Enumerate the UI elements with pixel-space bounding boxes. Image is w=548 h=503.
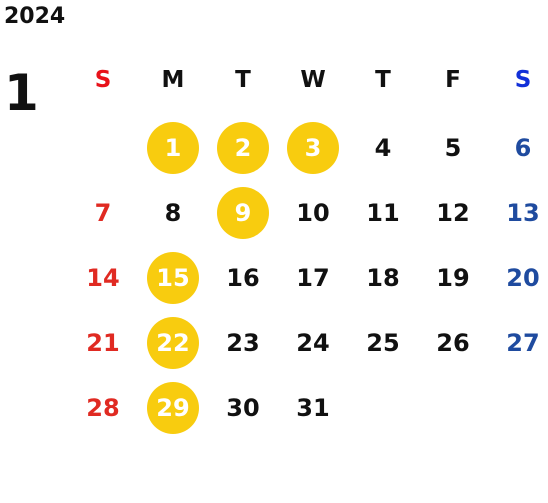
day-number: 13 [506,198,540,227]
day-number: 15 [147,251,199,304]
day-cell[interactable]: 28 [68,375,138,440]
day-number [497,382,548,434]
empty-day-cell [348,375,418,440]
day-cell[interactable]: 8 [138,180,208,245]
week-row-3: 14 15 16 17 18 19 20 [68,245,548,310]
week-row-5: 28 29 30 31 [68,375,548,440]
day-cell[interactable]: 7 [68,180,138,245]
holiday-day-cell[interactable]: 22 [138,310,208,375]
day-number [427,382,479,434]
day-number: 19 [436,263,470,292]
weekday-wednesday: W [300,67,326,93]
day-number: 30 [226,393,260,422]
day-number: 29 [147,381,199,434]
weekday-tuesday: T [235,67,251,93]
day-number: 2 [217,121,269,174]
day-cell[interactable]: 13 [488,180,548,245]
day-number: 25 [366,328,400,357]
holiday-day-cell[interactable]: 2 [208,115,278,180]
day-cell[interactable]: 23 [208,310,278,375]
day-cell[interactable]: 25 [348,310,418,375]
weekday-friday: F [445,67,461,93]
weekday-saturday: S [514,67,532,93]
day-cell[interactable]: 31 [278,375,348,440]
day-cell[interactable]: 21 [68,310,138,375]
day-number: 24 [296,328,330,357]
day-number [357,382,409,434]
day-cell[interactable]: 10 [278,180,348,245]
day-number [77,122,129,174]
day-number: 16 [226,263,260,292]
day-number: 14 [86,263,120,292]
year-label: 2024 [4,4,66,29]
day-cell[interactable]: 19 [418,245,488,310]
day-number: 9 [217,186,269,239]
day-cell[interactable]: 11 [348,180,418,245]
day-number: 3 [287,121,339,174]
day-number: 27 [506,328,540,357]
holiday-day-cell[interactable]: 3 [278,115,348,180]
day-cell[interactable]: 18 [348,245,418,310]
day-number: 20 [506,263,540,292]
day-number: 6 [514,133,532,162]
day-number: 21 [86,328,120,357]
day-number: 1 [147,121,199,174]
week-row-2: 7 8 9 10 11 12 13 [68,180,548,245]
day-cell[interactable]: 14 [68,245,138,310]
day-number: 26 [436,328,470,357]
month-label: 1 [4,64,39,122]
weekday-header-row: S M T W T F S [68,45,548,115]
day-cell[interactable]: 16 [208,245,278,310]
day-number: 31 [296,393,330,422]
day-cell[interactable]: 24 [278,310,348,375]
empty-day-cell [418,375,488,440]
day-number: 28 [86,393,120,422]
empty-day-cell [68,115,138,180]
day-number: 7 [94,198,112,227]
holiday-day-cell[interactable]: 15 [138,245,208,310]
day-number: 10 [296,198,330,227]
day-cell[interactable]: 30 [208,375,278,440]
day-cell[interactable]: 5 [418,115,488,180]
weekday-sunday: S [94,67,112,93]
day-cell[interactable]: 20 [488,245,548,310]
day-cell[interactable]: 12 [418,180,488,245]
holiday-day-cell[interactable]: 29 [138,375,208,440]
day-cell[interactable]: 27 [488,310,548,375]
calendar-grid: S M T W T F S 1 2 3 4 5 6 7 8 9 10 11 12… [68,45,548,440]
day-number: 12 [436,198,470,227]
day-number: 5 [444,133,462,162]
weekday-monday: M [161,67,185,93]
weekday-thursday: T [375,67,391,93]
day-cell[interactable]: 6 [488,115,548,180]
day-cell[interactable]: 4 [348,115,418,180]
holiday-day-cell[interactable]: 9 [208,180,278,245]
day-number: 11 [366,198,400,227]
holiday-day-cell[interactable]: 1 [138,115,208,180]
day-cell[interactable]: 17 [278,245,348,310]
week-row-4: 21 22 23 24 25 26 27 [68,310,548,375]
day-number: 22 [147,316,199,369]
week-row-1: 1 2 3 4 5 6 [68,115,548,180]
empty-day-cell [488,375,548,440]
day-cell[interactable]: 26 [418,310,488,375]
day-number: 17 [296,263,330,292]
day-number: 4 [374,133,392,162]
day-number: 8 [164,198,182,227]
day-number: 18 [366,263,400,292]
day-number: 23 [226,328,260,357]
